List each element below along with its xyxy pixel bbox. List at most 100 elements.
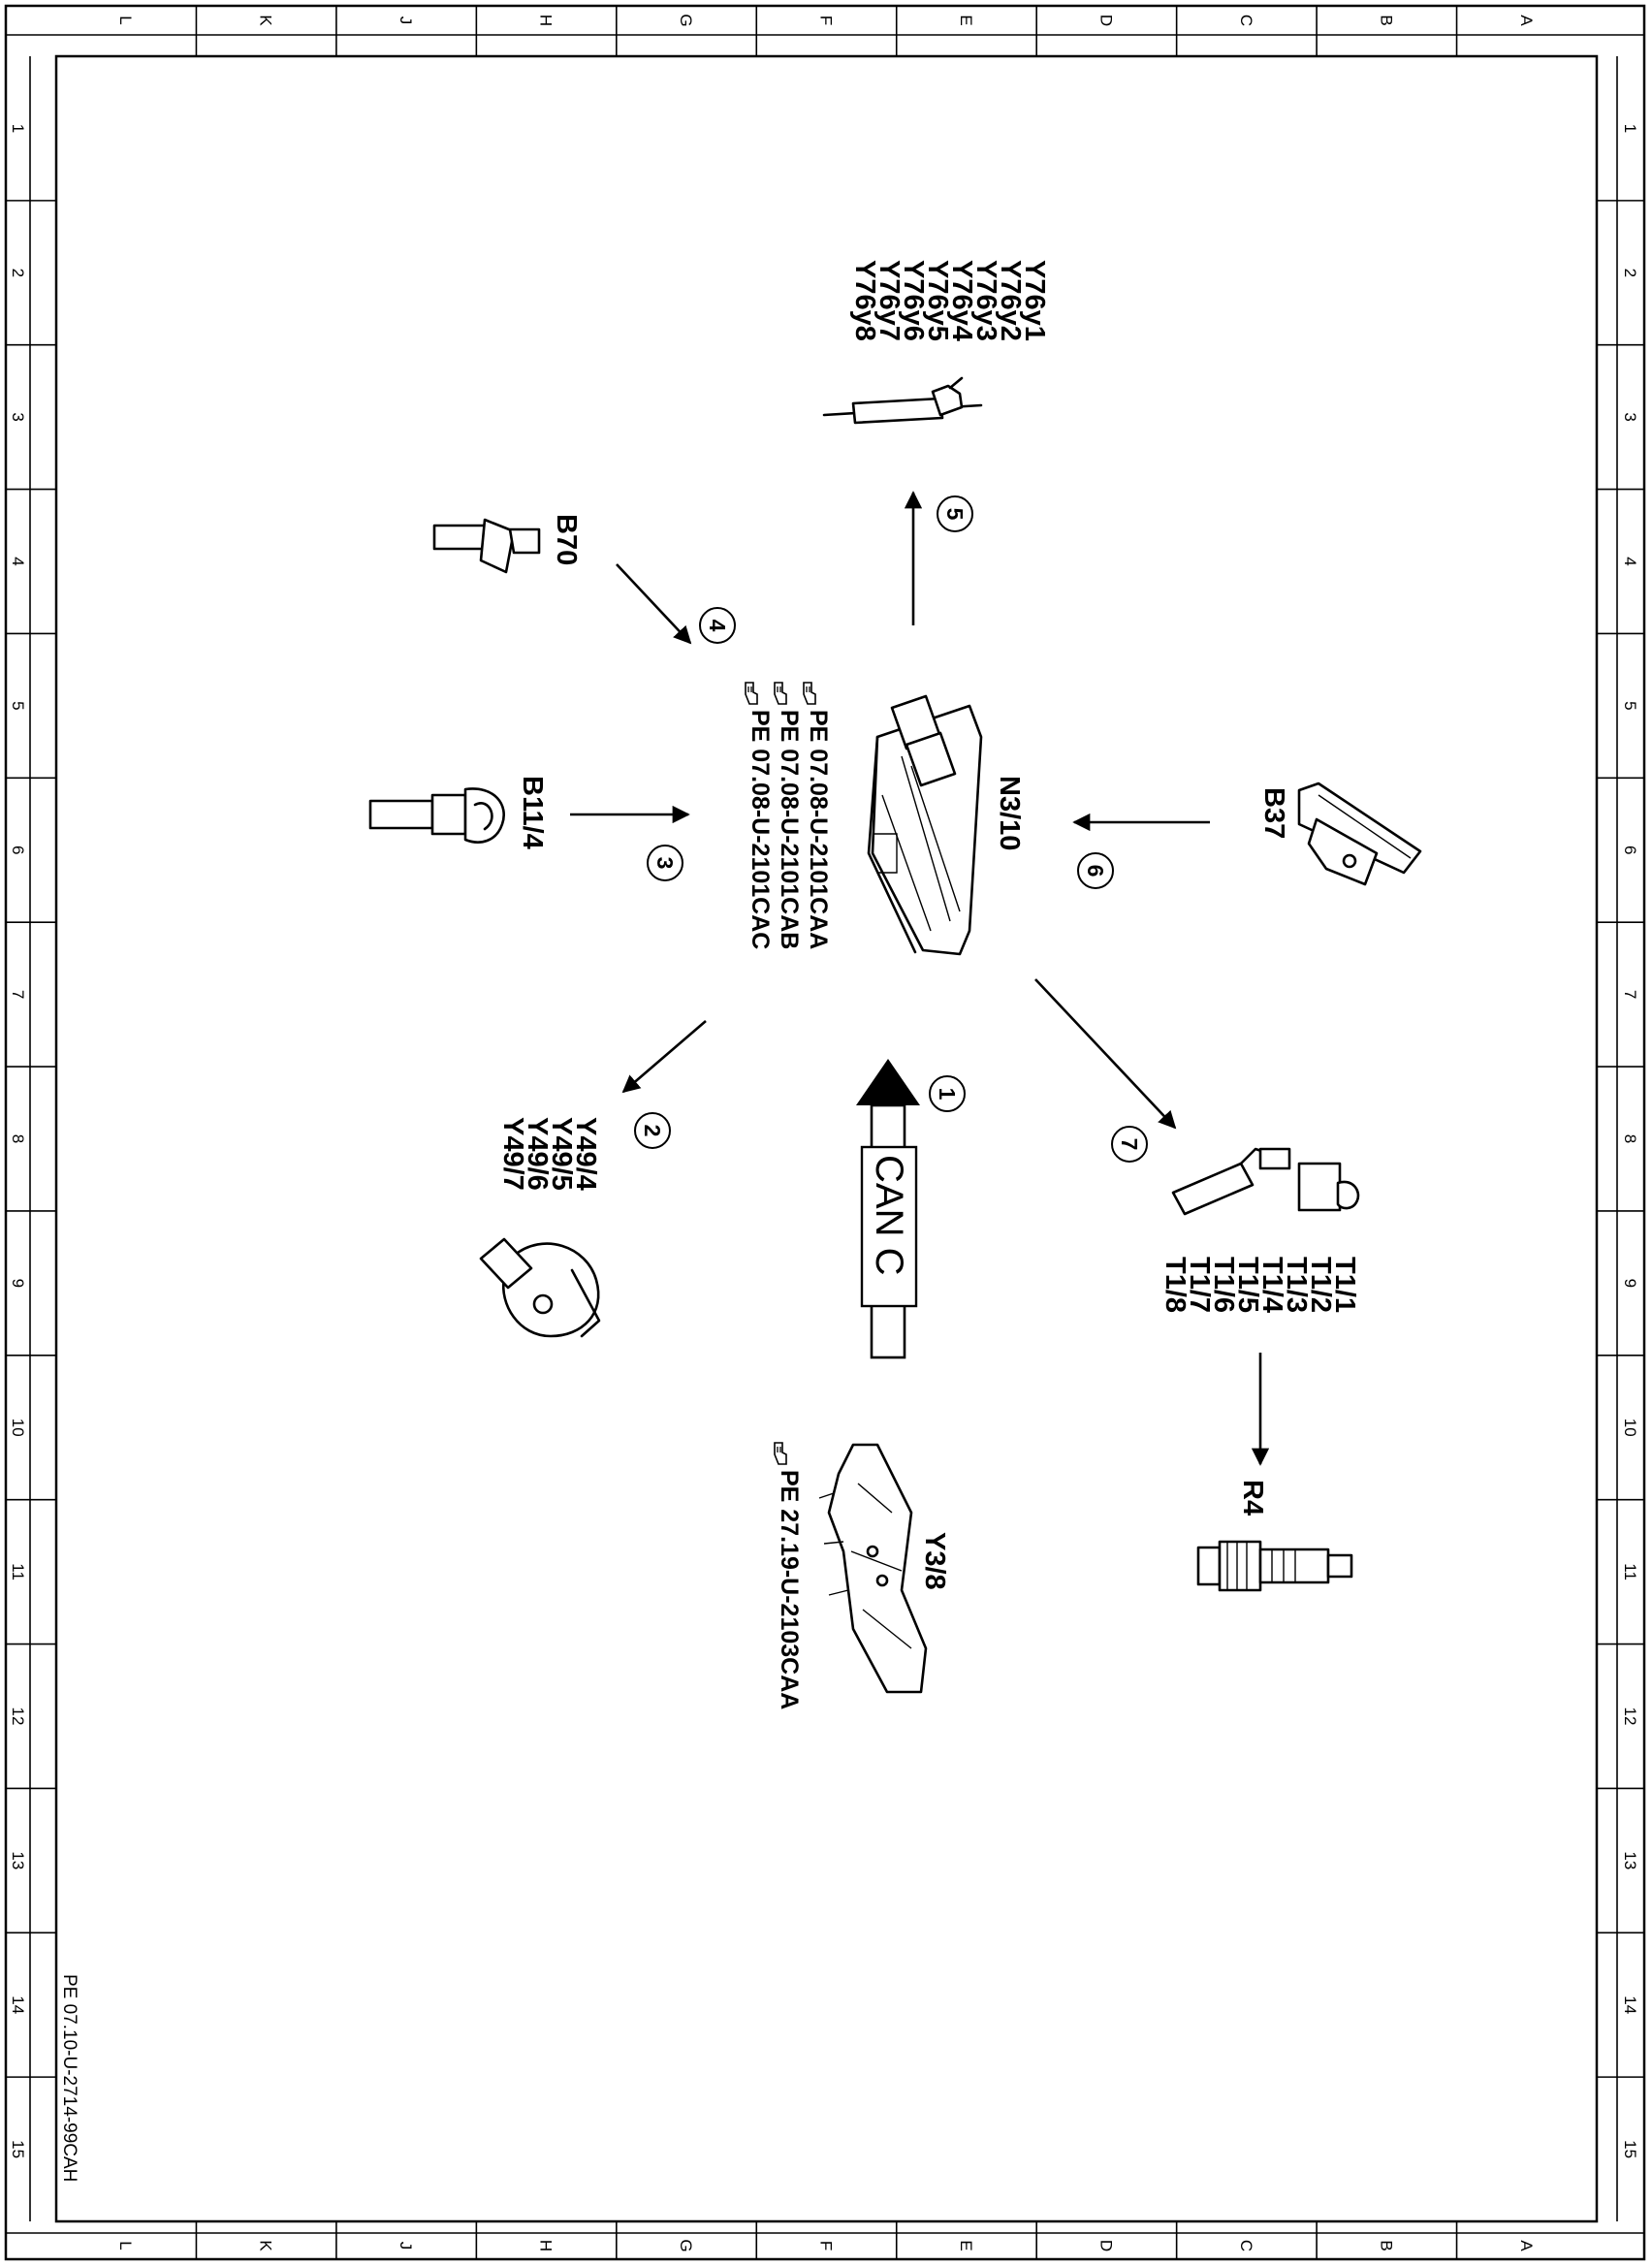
row-label: 6 [1621, 846, 1639, 854]
callout-3: 3 [647, 845, 683, 881]
column-label: F [817, 2241, 836, 2250]
t1-label-6: T1/6 [1208, 1257, 1239, 1313]
row-label: 5 [9, 701, 27, 710]
column-label: A [1517, 2240, 1536, 2251]
column-label: E [957, 15, 975, 25]
t1-label-1: T1/1 [1329, 1257, 1360, 1313]
control-unit-ref-1: PE 07.08-U-2101CAA [805, 710, 832, 949]
column-label: G [677, 14, 695, 26]
row-label: 5 [1621, 701, 1639, 710]
can-c-bus: CAN C 1 [856, 1059, 966, 1359]
svg-text:7: 7 [1117, 1138, 1142, 1151]
row-label: 11 [9, 1563, 27, 1580]
component-y3-8: Y3/8 PE 27.19-U-2103CAA [774, 1442, 950, 1709]
row-label: 3 [9, 412, 27, 421]
b70-label: B70 [551, 514, 582, 565]
row-label: 10 [1621, 1419, 1639, 1437]
row-label: 12 [9, 1707, 27, 1726]
pointing-hand-icon [803, 682, 816, 705]
control-unit-n3-10: N3/10 PE 07.08-U-2101CAA PE 07.08-U-2101… [745, 682, 1025, 956]
y3-8-drawing [818, 1443, 928, 1694]
row-label: 4 [9, 557, 27, 565]
y49-label-3: Y49/6 [522, 1117, 553, 1191]
y76-label-5: Y76y5 [922, 260, 953, 341]
control-unit-ref-3: PE 07.08-U-2101CAC [747, 710, 774, 949]
b37-label: B37 [1258, 787, 1289, 839]
component-r4: R4 [1196, 1353, 1353, 1592]
component-y49: 2 Y49/4 Y49/5 Y49/6 Y49/7 [479, 1020, 707, 1338]
column-label: J [397, 16, 415, 25]
y49-label-2: Y49/5 [546, 1117, 577, 1191]
y76-label-6: Y76y6 [898, 260, 929, 341]
t1-label-5: T1/5 [1232, 1257, 1263, 1313]
row-label: 9 [9, 1279, 27, 1288]
control-unit-ref-2: PE 07.08-U-2101CAB [776, 710, 803, 949]
y49-label-1: Y49/4 [570, 1117, 601, 1191]
row-label: 8 [1621, 1134, 1639, 1143]
component-b37: 6 B37 [1072, 782, 1422, 889]
column-label: K [257, 15, 275, 26]
column-label: A [1517, 15, 1536, 26]
row-label: 11 [1621, 1563, 1639, 1580]
column-label: D [1096, 2240, 1115, 2251]
callout-2: 2 [634, 1112, 671, 1149]
row-ticks [6, 200, 1644, 2078]
column-label: G [677, 2239, 695, 2251]
column-label: H [537, 2240, 556, 2251]
pointing-hand-icon [774, 682, 787, 705]
callout-4: 4 [699, 607, 736, 644]
n3-10-label: N3/10 [994, 776, 1025, 850]
t1-label-2: T1/2 [1305, 1257, 1336, 1313]
t1-label-8: T1/8 [1160, 1257, 1191, 1313]
y76-label-2: Y76y2 [995, 260, 1026, 341]
y49-label-4: Y49/7 [497, 1117, 528, 1191]
column-label: F [817, 16, 836, 25]
callout-1: 1 [929, 1075, 966, 1112]
r4-label: R4 [1237, 1480, 1268, 1516]
t1-label-3: T1/3 [1281, 1257, 1312, 1313]
svg-text:1: 1 [935, 1088, 960, 1101]
row-label: 12 [1621, 1707, 1639, 1726]
row-label: 10 [9, 1419, 27, 1437]
b70-drawing [432, 518, 541, 574]
row-label: 7 [9, 990, 27, 999]
pointing-hand-icon [745, 682, 758, 705]
column-label: B [1377, 2240, 1395, 2250]
column-label: D [1096, 15, 1115, 26]
row-label: 14 [1621, 1995, 1639, 2014]
y3-8-label: Y3/8 [919, 1532, 950, 1590]
t1-label-7: T1/7 [1184, 1257, 1215, 1313]
y76-label-4: Y76y4 [946, 260, 977, 341]
svg-text:4: 4 [705, 620, 730, 632]
row-label: 8 [9, 1134, 27, 1143]
row-label: 2 [9, 269, 27, 277]
y76-label-3: Y76y3 [970, 260, 1001, 341]
component-y76: 5 Y76y1 Y76y2 Y76y3 Y76y4 Y76y5 Y76y6 Y7… [822, 260, 1050, 625]
row-label: 1 [1621, 124, 1639, 133]
column-label: C [1237, 15, 1255, 26]
t1-drawing [1171, 1147, 1360, 1216]
y76-label-8: Y76y8 [849, 260, 880, 341]
document-code: PE 07.10-U-2714-99CAH [59, 1974, 79, 2182]
row-label: 15 [1621, 2140, 1639, 2158]
y76-label-1: Y76y1 [1019, 260, 1050, 341]
component-b70: 4 B70 [432, 514, 736, 645]
row-label: 15 [9, 2140, 27, 2158]
column-label: J [397, 2242, 415, 2250]
column-label: L [116, 16, 135, 24]
r4-drawing [1196, 1540, 1353, 1592]
component-b11-4: 3 B11/4 [368, 776, 690, 881]
b11-4-label: B11/4 [517, 776, 548, 849]
component-t1: 7 T1/1 T1/2 T1/3 T1/4 T1/5 T1/6 T1/7 T1/… [1034, 978, 1360, 1313]
t1-label-4: T1/4 [1256, 1257, 1287, 1313]
row-label: 9 [1621, 1279, 1639, 1288]
row-label: 13 [1621, 1851, 1639, 1869]
row-label: 2 [1621, 269, 1639, 277]
y3-8-reference: PE 27.19-U-2103CAA [776, 1470, 803, 1709]
column-label: K [257, 2240, 275, 2251]
